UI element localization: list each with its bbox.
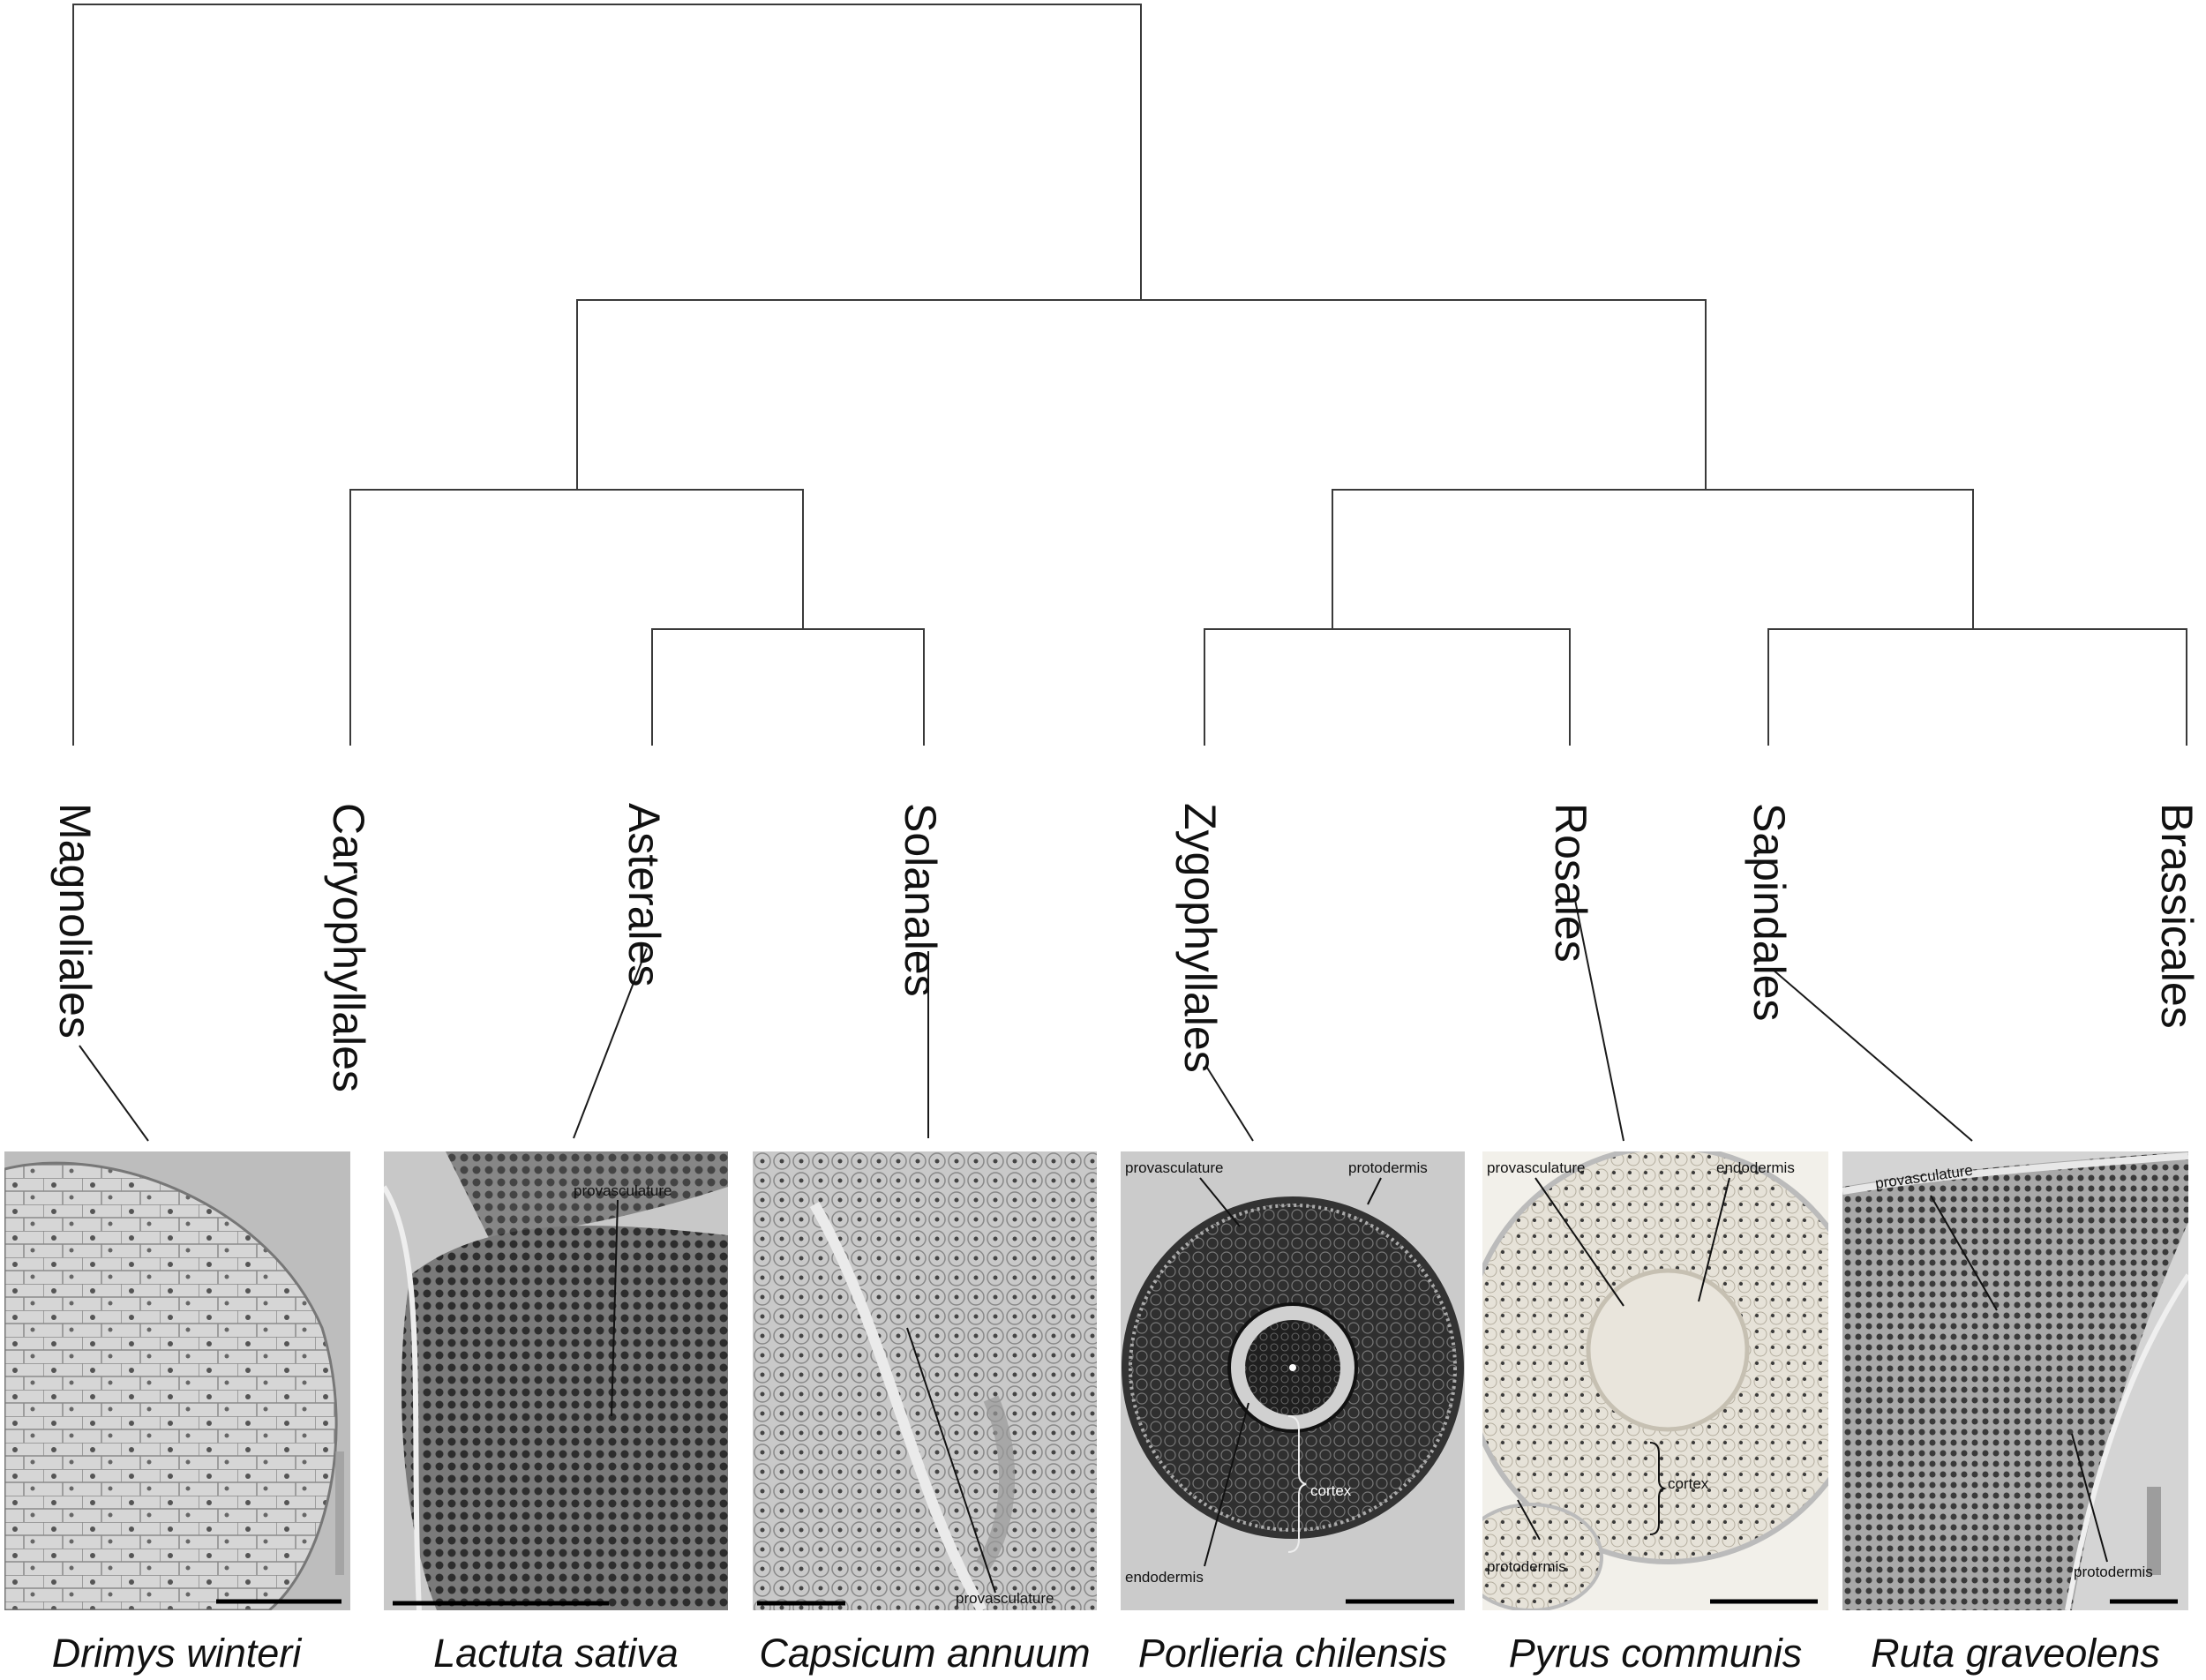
micrograph-lactuta-sativa: provasculature (384, 1151, 728, 1610)
order-label-brassicales: Brassicales (2152, 803, 2202, 1029)
annotation-protodermis: protodermis (1487, 1558, 1566, 1575)
leader-magnoliales (79, 1045, 149, 1142)
order-label-zygophyllales: Zygophyllales (1175, 803, 1225, 1073)
micrograph-porlieria-chilensis: provasculature protodermis cortex endode… (1121, 1151, 1465, 1610)
annotation-protodermis: protodermis (1348, 1159, 1428, 1176)
species-caption-drimys-winteri: Drimys winteri (51, 1631, 302, 1676)
order-label-caryophyllales: Caryophyllales (324, 803, 373, 1092)
annotation-cortex: cortex (1668, 1475, 1709, 1492)
branch-zygophyllales-rosales (1204, 628, 1571, 746)
order-label-solanales: Solanales (896, 803, 945, 997)
leader-sapindales (1771, 968, 1973, 1142)
species-caption-capsicum-annuum: Capsicum annuum (759, 1631, 1091, 1676)
branch-right-clade (1332, 489, 1974, 629)
annotation-protodermis: protodermis (2074, 1564, 2153, 1580)
annotation-cortex: cortex (1310, 1482, 1352, 1499)
annotation-endodermis: endodermis (1716, 1159, 1795, 1176)
leader-rosales (1574, 899, 1624, 1142)
leader-asterales (573, 948, 648, 1139)
micrograph-pyrus-communis: provasculature endodermis cortex protode… (1482, 1151, 1828, 1610)
micrograph-ruta-graveolens: provasculature protodermis (1842, 1151, 2188, 1610)
branch-root (72, 4, 1142, 746)
branch-sapindales-brassicales (1767, 628, 2187, 746)
annotation-provasculature: provasculature (574, 1182, 672, 1199)
micrograph-capsicum-annuum: provasculature (753, 1151, 1097, 1610)
branch-main (576, 299, 1707, 490)
annotation-provasculature: provasculature (956, 1590, 1054, 1607)
species-caption-ruta-graveolens: Ruta graveolens (1871, 1631, 2160, 1676)
annotation-provasculature: provasculature (1125, 1159, 1224, 1176)
species-caption-pyrus-communis: Pyrus communis (1508, 1631, 1803, 1676)
order-label-rosales: Rosales (1546, 803, 1595, 963)
annotation-provasculature: provasculature (1487, 1159, 1586, 1176)
branch-left-clade (349, 489, 804, 746)
species-caption-lactuta-sativa: Lactuta sativa (433, 1631, 679, 1676)
micrograph-drimys-winteri (4, 1151, 350, 1610)
order-label-asterales: Asterales (619, 803, 669, 987)
annotation-endodermis: endodermis (1125, 1569, 1204, 1586)
order-label-sapindales: Sapindales (1745, 803, 1794, 1022)
leader-zygophyllales (1206, 1067, 1254, 1142)
order-label-magnoliales: Magnoliales (50, 803, 100, 1039)
branch-asterales-solanales (651, 628, 925, 746)
species-caption-porlieria-chilensis: Porlieria chilensis (1137, 1631, 1448, 1676)
